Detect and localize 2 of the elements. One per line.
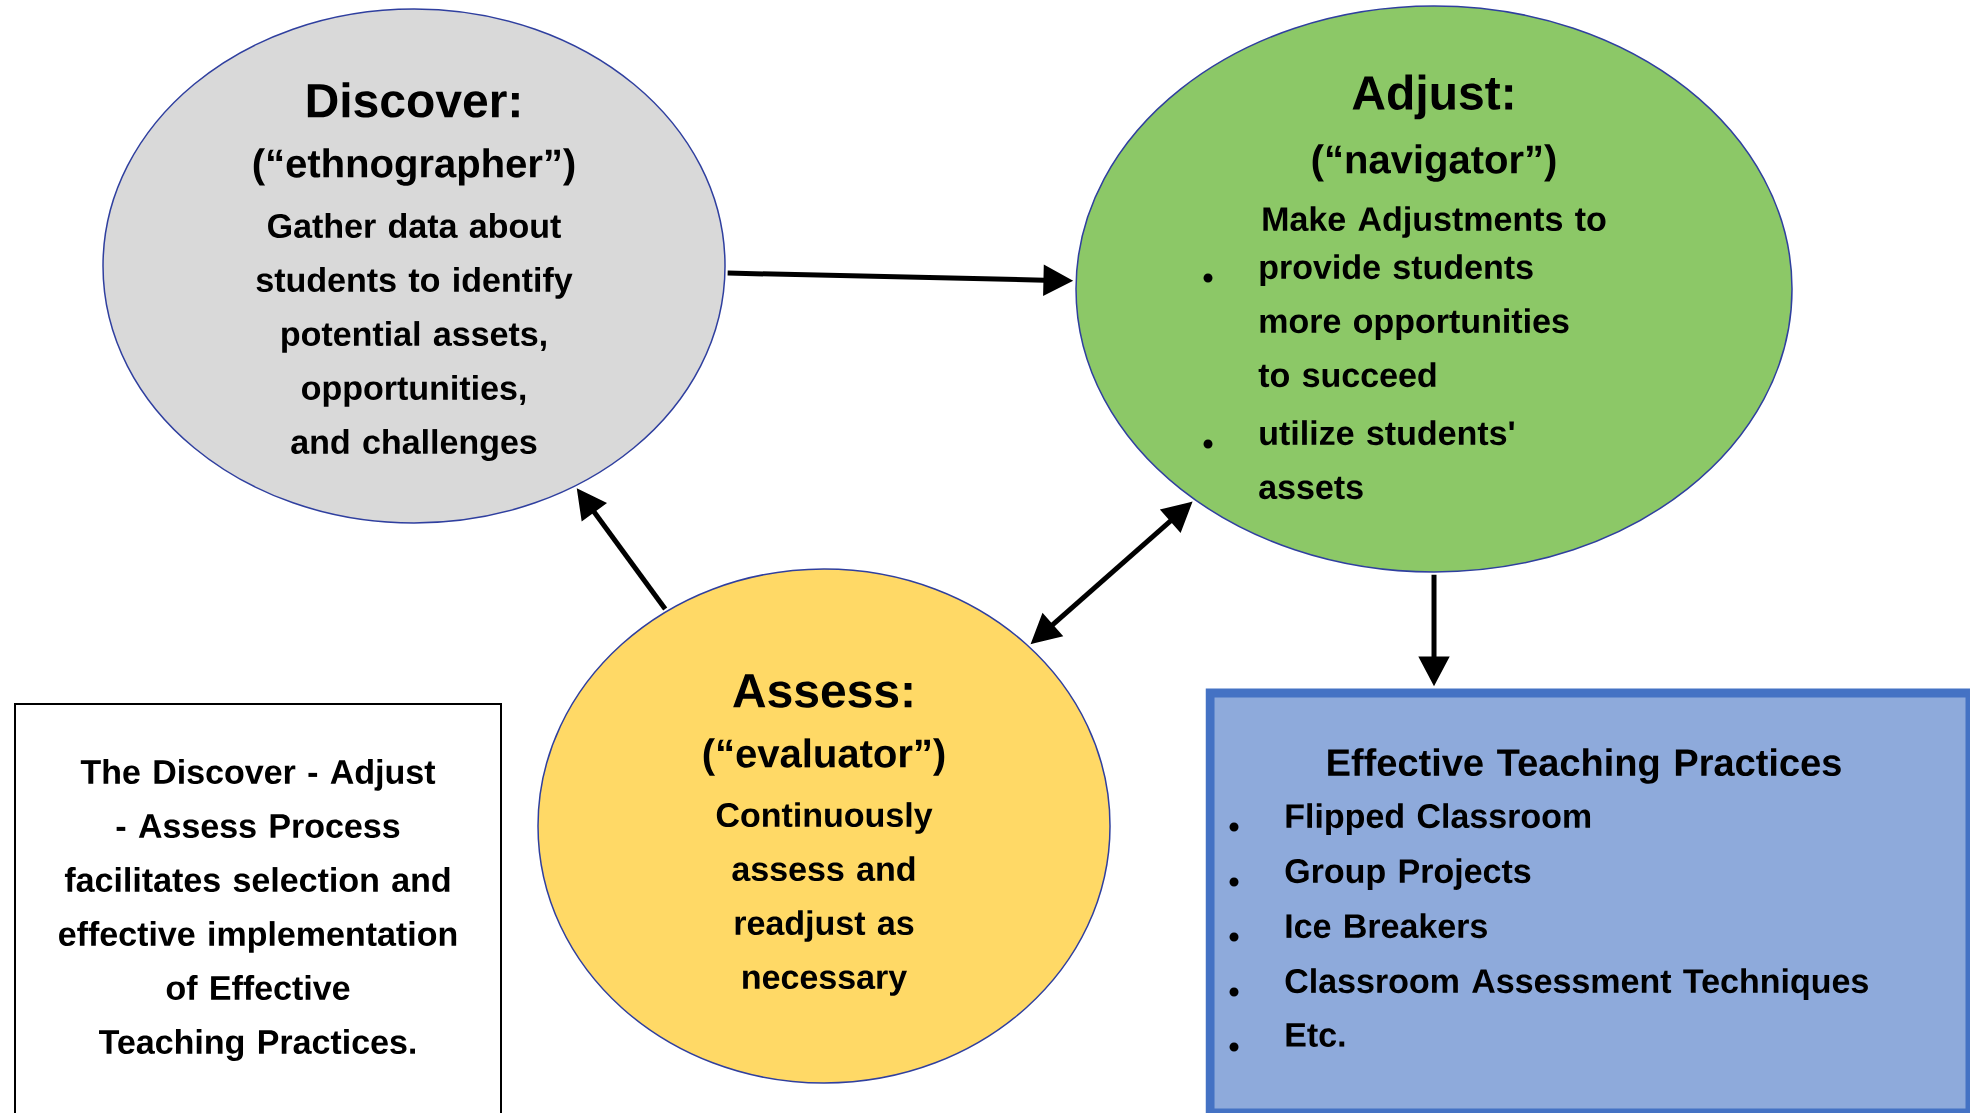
note-box: The Discover - Adjust - Assess Process facilitates selection and effective implementation of Effective Teaching Practices. [14, 703, 502, 1113]
practices-box: Effective Teaching Practices Flipped Classroom Group Projects Ice Breakers Classroom Assessment Techniques Etc. [1205, 688, 1970, 1113]
